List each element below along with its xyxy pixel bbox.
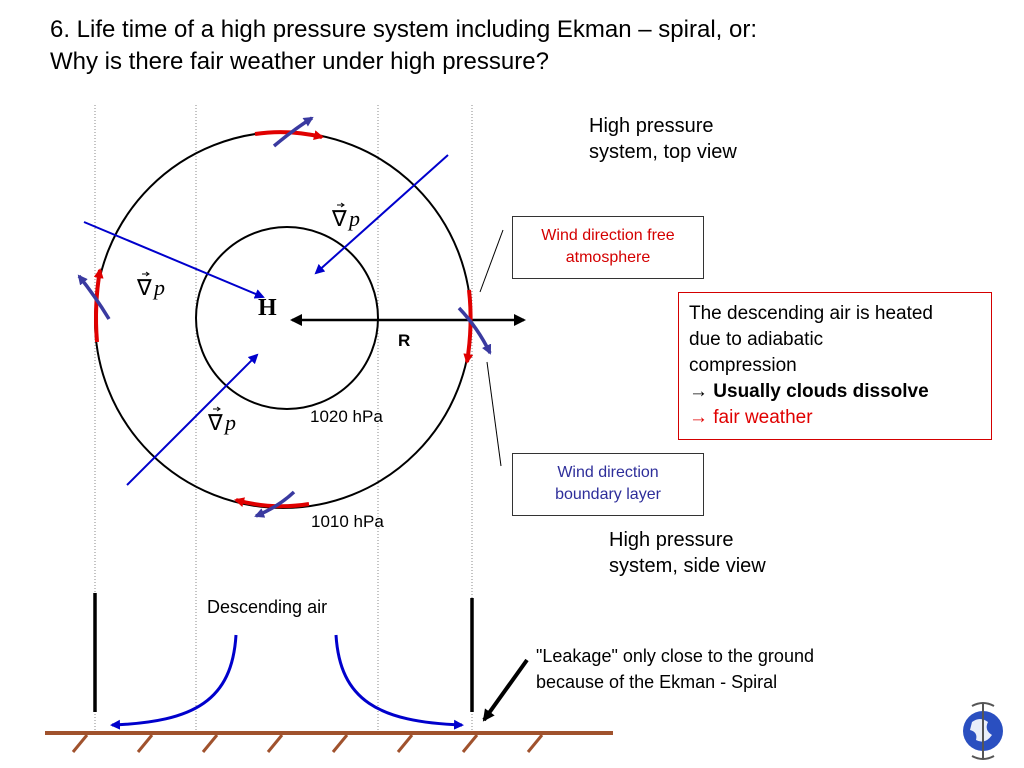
slide-title: 6. Life time of a high pressure system i… [50,14,757,78]
heat-line-3: compression [689,355,797,376]
wind-boundary-arrow-left [77,274,111,320]
radius-label: R [398,331,410,350]
side-view-label: High pressure system, side view [609,527,766,579]
title-line-1: 6. Life time of a high pressure system i… [50,16,757,43]
descending-air-arrow-left [110,634,238,730]
wind-free-line-1: Wind direction free [541,227,675,244]
wind-free-line-2: atmosphere [565,249,651,266]
gradient-arrow-bottom [126,353,259,486]
descending-air-label: Descending air [207,597,328,617]
wind-free-arrow-top [254,130,324,141]
gradient-label-left: ∇ p [136,271,165,300]
leakage-line-1: "Leakage" only close to the ground [536,646,814,666]
wind-boundary-arrow-right [457,306,492,355]
pressure-symbol: p [223,410,236,435]
isobar-1020-label: 1020 hPa [310,407,383,426]
callout-line-boundary [486,361,502,467]
nabla-symbol: ∇ [207,410,223,435]
clouds-dissolve-text: Usually clouds dissolve [713,381,929,402]
leakage-pointer-arrow [482,658,529,722]
arrow-right-icon: → [689,407,708,428]
nabla-symbol: ∇ [331,206,347,231]
pressure-symbol: p [152,275,165,300]
gradient-arrow-left [83,221,265,299]
heat-line-1: The descending air is heated [689,303,933,324]
wind-free-arrow-right [463,289,474,364]
pressure-symbol: p [347,206,360,231]
nabla-symbol: ∇ [136,275,152,300]
gradient-label-bottom: ∇ p [207,406,236,435]
adiabatic-heating-box: The descending air is heated due to adia… [678,292,992,440]
descending-air-arrow-right [334,634,464,730]
guide-lines [94,105,473,730]
leakage-label: "Leakage" only close to the ground becau… [536,643,814,695]
wind-boundary-layer-box: Wind direction boundary layer [512,453,704,516]
wind-free-arrow-left [93,268,104,343]
globe-logo [963,702,1003,760]
side-view-line-2: system, side view [609,555,766,577]
wind-free-arrow-bottom [234,497,310,509]
top-view-line-2: system, top view [589,141,737,163]
ground-surface [45,731,613,753]
isobar-1010-label: 1010 hPa [311,512,384,531]
gradient-label-top: ∇ p [331,202,360,231]
fair-weather-text: fair weather [713,407,813,428]
wind-boundary-arrow-top [272,116,314,148]
arrow-right-icon: → [689,381,708,402]
heat-line-5: → fair weather [689,405,981,431]
leakage-line-2: because of the Ekman - Spiral [536,672,778,692]
top-view-line-1: High pressure [589,115,714,137]
wind-boundary-arrow-bottom [254,490,296,518]
high-center-label: H [258,295,277,321]
top-view-label: High pressure system, top view [589,113,737,165]
side-view-line-1: High pressure [609,529,734,551]
gradient-arrow-top [314,154,449,275]
heat-line-2: due to adiabatic [689,329,824,350]
wind-boundary-line-1: Wind direction [557,464,659,481]
callout-line-free [479,229,504,293]
title-line-2: Why is there fair weather under high pre… [50,48,549,75]
wind-boundary-line-2: boundary layer [555,486,661,503]
wind-free-atmosphere-box: Wind direction free atmosphere [512,216,704,279]
isobar-inner-circle [195,226,379,410]
heat-line-4: → Usually clouds dissolve [689,379,981,405]
